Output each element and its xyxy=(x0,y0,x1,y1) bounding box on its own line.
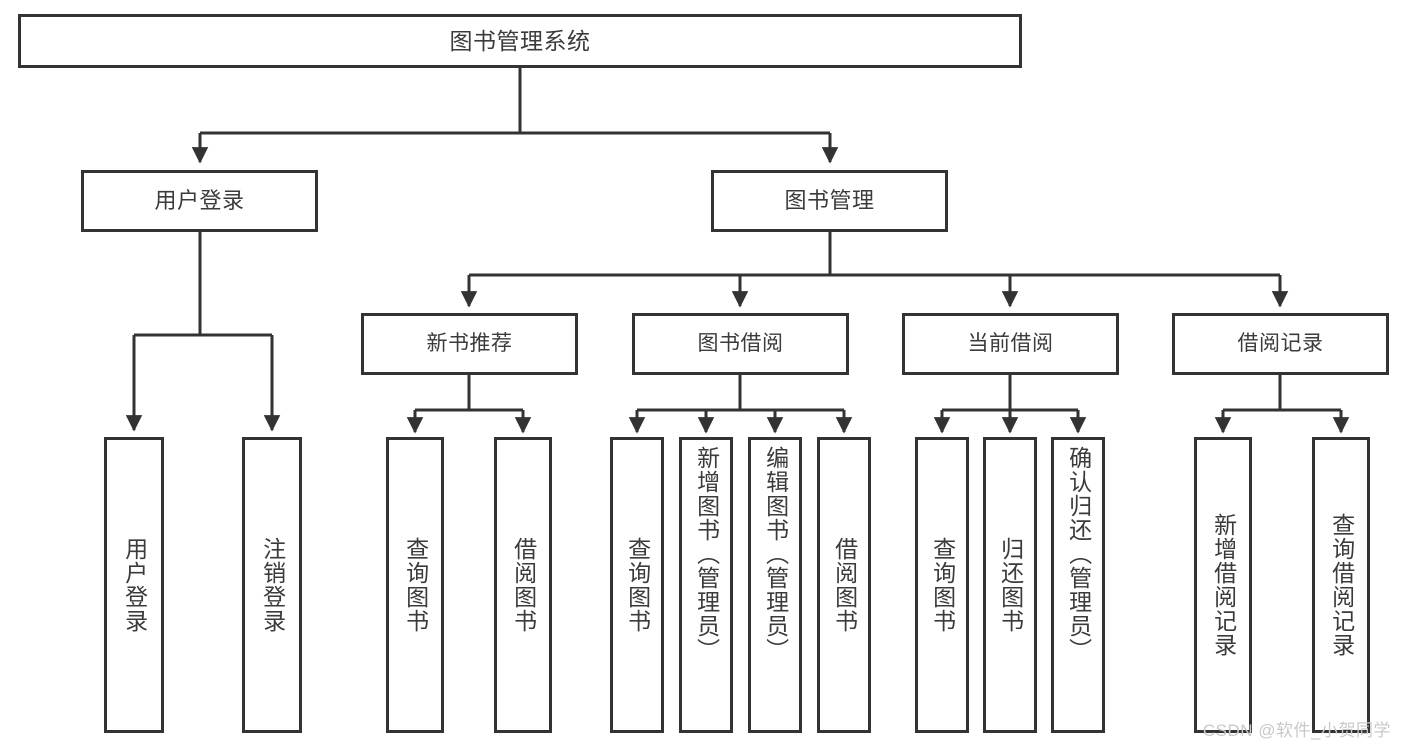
leaf-add-record[interactable]: 新增借阅记录 xyxy=(1194,437,1252,733)
node-root[interactable]: 图书管理系统 xyxy=(18,14,1022,68)
leaf-query-record-label: 查询借阅记录 xyxy=(1328,513,1355,657)
node-book-borrow-label: 图书借阅 xyxy=(697,331,784,355)
leaf-query-record[interactable]: 查询借阅记录 xyxy=(1312,437,1370,733)
leaf-confirm-return-label: 确认归还（管理员） xyxy=(1065,446,1092,662)
leaf-borrow-book-2-label: 借阅图书 xyxy=(831,537,858,633)
leaf-query-book-3[interactable]: 查询图书 xyxy=(915,437,969,733)
leaf-user-login[interactable]: 用户登录 xyxy=(104,437,164,733)
leaf-borrow-book-1-label: 借阅图书 xyxy=(510,537,537,633)
node-root-label: 图书管理系统 xyxy=(449,27,591,54)
node-book-borrow[interactable]: 图书借阅 xyxy=(632,313,849,375)
leaf-add-record-label: 新增借阅记录 xyxy=(1210,513,1237,657)
leaf-query-book-3-label: 查询图书 xyxy=(929,537,956,633)
leaf-edit-book[interactable]: 编辑图书（管理员） xyxy=(748,437,802,733)
leaf-return-book-label: 归还图书 xyxy=(997,537,1024,633)
node-user-login[interactable]: 用户登录 xyxy=(81,170,318,232)
leaf-query-book-1[interactable]: 查询图书 xyxy=(386,437,444,733)
node-user-login-label: 用户登录 xyxy=(154,188,245,214)
node-new-book-recommend-label: 新书推荐 xyxy=(426,331,513,355)
node-book-management[interactable]: 图书管理 xyxy=(711,170,948,232)
leaf-return-book[interactable]: 归还图书 xyxy=(983,437,1037,733)
leaf-user-login-label: 用户登录 xyxy=(121,537,148,633)
leaf-add-book[interactable]: 新增图书（管理员） xyxy=(679,437,733,733)
node-current-borrow[interactable]: 当前借阅 xyxy=(902,313,1119,375)
leaf-edit-book-label: 编辑图书（管理员） xyxy=(762,446,789,662)
node-new-book-recommend[interactable]: 新书推荐 xyxy=(361,313,578,375)
node-current-borrow-label: 当前借阅 xyxy=(967,331,1054,355)
node-book-management-label: 图书管理 xyxy=(784,188,875,214)
csdn-watermark: CSDN @软件_小贺同学 xyxy=(1202,721,1391,740)
leaf-query-book-2[interactable]: 查询图书 xyxy=(610,437,664,733)
leaf-query-book-2-label: 查询图书 xyxy=(624,537,651,633)
leaf-add-book-label: 新增图书（管理员） xyxy=(693,446,720,662)
leaf-logout-label: 注销登录 xyxy=(259,537,286,633)
leaf-borrow-book-1[interactable]: 借阅图书 xyxy=(494,437,552,733)
leaf-confirm-return[interactable]: 确认归还（管理员） xyxy=(1051,437,1105,733)
leaf-query-book-1-label: 查询图书 xyxy=(402,537,429,633)
node-borrow-record-label: 借阅记录 xyxy=(1237,331,1324,355)
node-borrow-record[interactable]: 借阅记录 xyxy=(1172,313,1389,375)
leaf-borrow-book-2[interactable]: 借阅图书 xyxy=(817,437,871,733)
leaf-logout[interactable]: 注销登录 xyxy=(242,437,302,733)
